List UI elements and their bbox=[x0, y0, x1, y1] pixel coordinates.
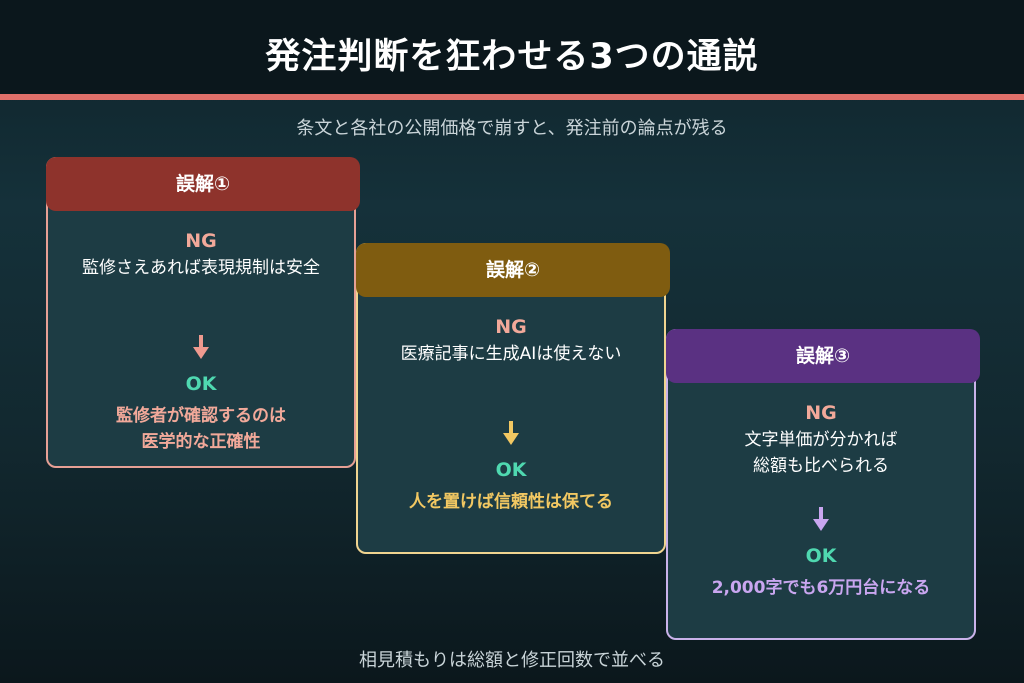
ng-text-line: 医療記事に生成AIは使えない bbox=[400, 344, 622, 364]
arrow-down-icon bbox=[503, 421, 519, 445]
ng-label: NG bbox=[805, 402, 837, 424]
header-bar: 発注判断を狂わせる3つの通説 bbox=[0, 0, 1024, 94]
ok-text: 人を置けば信頼性は保てる bbox=[358, 489, 664, 515]
misconception-card-3: 誤解③ NG 文字単価が分かれば 総額も比べられる OK 2,000字でも6万円… bbox=[666, 329, 980, 640]
ok-label: OK bbox=[185, 373, 217, 395]
ng-text-line: 総額も比べられる bbox=[753, 456, 889, 476]
page-title: 発注判断を狂わせる3つの通説 bbox=[265, 37, 759, 77]
card-header: 誤解② bbox=[356, 243, 670, 297]
arrow-down-icon bbox=[193, 335, 209, 359]
ok-text: 2,000字でも6万円台になる bbox=[668, 575, 974, 601]
card-header: 誤解① bbox=[46, 157, 360, 211]
ok-text-line: 2,000字でも6万円台になる bbox=[711, 578, 931, 598]
ng-text-line: 文字単価が分かれば bbox=[744, 430, 898, 450]
ok-label: OK bbox=[495, 459, 527, 481]
misconception-card-1: 誤解① NG 監修さえあれば表現規制は安全 OK 監修者が確認するのは 医学的な… bbox=[46, 157, 360, 468]
ok-text: 監修者が確認するのは 医学的な正確性 bbox=[48, 403, 354, 455]
accent-divider bbox=[0, 94, 1024, 100]
ng-label: NG bbox=[185, 230, 217, 252]
card-ng-section: NG 文字単価が分かれば 総額も比べられる bbox=[668, 399, 974, 479]
ng-text-line: 監修さえあれば表現規制は安全 bbox=[82, 258, 320, 278]
page-subtitle: 条文と各社の公開価格で崩すと、発注前の論点が残る bbox=[296, 118, 728, 139]
card-ng-section: NG 監修さえあれば表現規制は安全 bbox=[48, 227, 354, 281]
ok-label: OK bbox=[805, 545, 837, 567]
card-header: 誤解③ bbox=[666, 329, 980, 383]
misconception-card-2: 誤解② NG 医療記事に生成AIは使えない OK 人を置けば信頼性は保てる bbox=[356, 243, 670, 554]
ng-label: NG bbox=[495, 316, 527, 338]
ok-text-line: 監修者が確認するのは bbox=[116, 406, 286, 426]
page-footer-note: 相見積もりは総額と修正回数で並べる bbox=[359, 650, 665, 671]
card-ng-section: NG 医療記事に生成AIは使えない bbox=[358, 313, 664, 367]
ok-text-line: 人を置けば信頼性は保てる bbox=[409, 492, 613, 512]
arrow-down-icon bbox=[813, 507, 829, 531]
ok-text-line: 医学的な正確性 bbox=[141, 432, 261, 452]
